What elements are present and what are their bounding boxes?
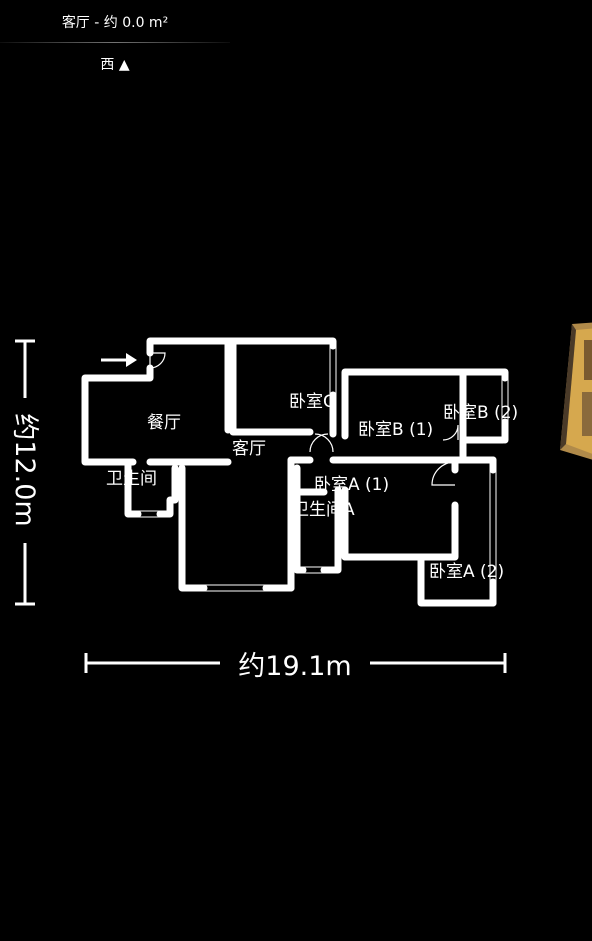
walls-bedroom-a: [287, 456, 497, 607]
room-label-bedroom-a2[interactable]: 卧室A (2): [429, 562, 504, 582]
door-corridor: [309, 433, 334, 453]
compass-direction[interactable]: 西 ▲: [100, 57, 130, 73]
room-preview-thumbnail[interactable]: [560, 322, 592, 462]
room-label-bath1[interactable]: 卫生间: [106, 469, 157, 489]
entrance-arrow-icon: [101, 353, 137, 367]
room-label-bath-a[interactable]: 卫生间A: [292, 500, 355, 520]
room-label-bedroom-b1[interactable]: 卧室B (1): [358, 420, 433, 440]
room-label-living[interactable]: 客厅: [232, 439, 266, 459]
windows-west: [137, 510, 267, 592]
door-dining: [149, 352, 166, 369]
walls-bedroom-c: [226, 337, 337, 438]
height-dimension-line: [15, 339, 35, 606]
walls-bedroom-b: [341, 368, 509, 460]
current-room-title: 客厅 - 约 0.0 m²: [61, 15, 169, 31]
height-dimension-label: 约12.0m: [9, 413, 40, 526]
room-label-dining[interactable]: 餐厅: [147, 413, 181, 433]
width-dimension-label: 约19.1m: [238, 651, 351, 682]
room-label-bedroom-a1[interactable]: 卧室A (1): [314, 475, 389, 495]
room-label-bedroom-b2[interactable]: 卧室B (2): [443, 403, 518, 423]
header-divider: [0, 42, 230, 43]
room-label-bedroom-c[interactable]: 卧室C: [289, 392, 335, 412]
width-dimension-line: [84, 653, 507, 673]
walls-west-block: [81, 337, 295, 592]
